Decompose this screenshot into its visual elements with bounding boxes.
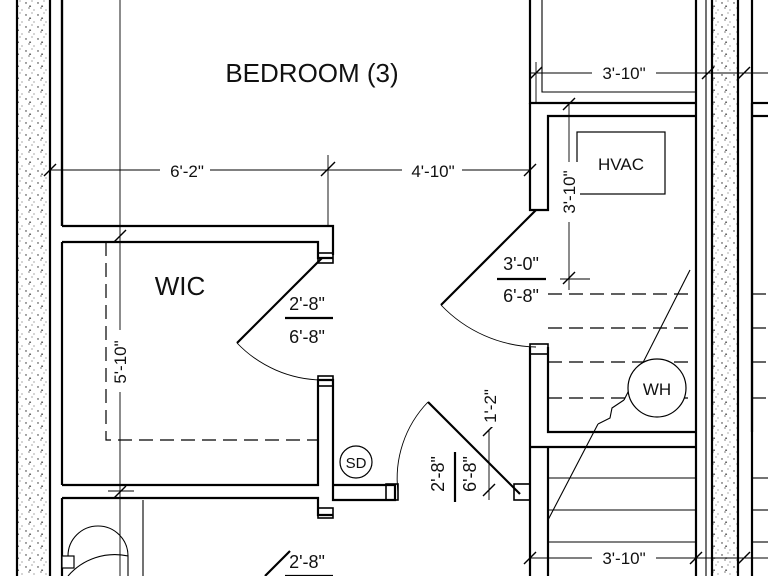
dim-wic-depth: 5'-10" (111, 340, 130, 383)
room-label-wic: WIC (155, 271, 206, 301)
toilet-fixture (61, 525, 129, 576)
wic-shelf-line (105, 242, 318, 441)
wic-door-width: 2'-8" (289, 294, 325, 314)
closet-door-width: 3'-0" (503, 254, 539, 274)
wic-door-height: 6'-8" (289, 327, 325, 347)
exterior-wall-left (15, 0, 64, 576)
closet-door-swing (440, 209, 537, 348)
stair-lines (547, 269, 768, 543)
dim-top-right: 3'-10" (602, 64, 645, 83)
hall-door-swing (396, 401, 521, 495)
room-label-bedroom: BEDROOM (3) (225, 58, 398, 88)
party-wall-right (694, 0, 754, 576)
smoke-detector-label: SD (346, 455, 367, 472)
dim-bedroom-mid: 4'-10" (411, 162, 454, 181)
bottom-door-width: 2'-8" (289, 552, 325, 572)
dim-stair-offset: 1'-2" (481, 389, 500, 423)
bedroom-walls (60, 0, 768, 432)
dim-bottom-right: 3'-10" (602, 549, 645, 568)
mechanical-walls (513, 343, 696, 576)
closet-door-height: 6'-8" (503, 286, 539, 306)
wic-door-swing (236, 257, 323, 381)
dimension-lines (43, 0, 768, 576)
water-heater-label: WH (643, 380, 671, 399)
water-heater-icon (627, 358, 687, 418)
hvac-unit (576, 131, 666, 195)
hvac-label: HVAC (598, 155, 644, 174)
hall-door-width: 2'-8" (428, 456, 448, 492)
dim-hvac-depth: 3'-10" (560, 170, 579, 213)
wic-walls (60, 240, 399, 576)
smoke-detector-icon (339, 445, 373, 479)
hall-door-height: 6'-8" (460, 456, 480, 492)
dim-bedroom-left: 6'-2" (170, 162, 204, 181)
